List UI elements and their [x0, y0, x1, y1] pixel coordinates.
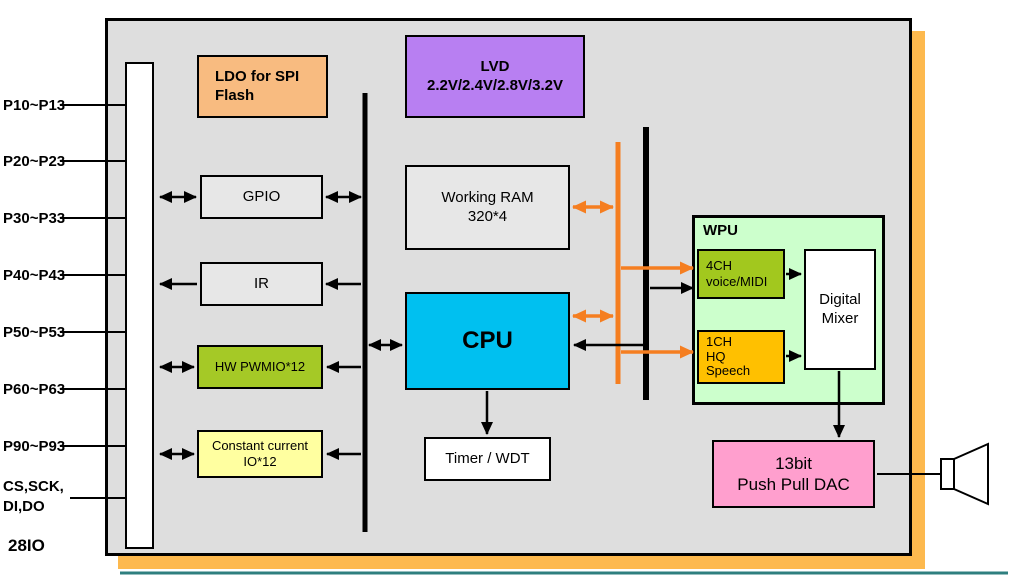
hq-speech-block: 1CH HQ Speech — [697, 330, 785, 384]
ir-block: IR — [200, 262, 323, 306]
pin-label-spi: CS,SCK, DI,DO — [3, 478, 64, 515]
io-total-label: 28IO — [8, 536, 45, 555]
pin-label-p40: P40~P43 — [3, 267, 66, 284]
pin-label-p60: P60~P63 — [3, 381, 66, 398]
hw-pwmio-block: HW PWMIO*12 — [197, 345, 323, 389]
push-pull-dac-block: 13bit Push Pull DAC — [712, 440, 875, 508]
lvd-block: LVD 2.2V/2.4V/2.8V/3.2V — [405, 35, 585, 118]
pin-label-p50: P50~P53 — [3, 324, 66, 341]
pin-label-p10: P10~P13 — [3, 97, 66, 114]
pin-label-p30: P30~P33 — [3, 210, 66, 227]
pin-label-p20: P20~P23 — [3, 153, 66, 170]
wpu-title: WPU — [703, 222, 738, 239]
working-ram-block: Working RAM 320*4 — [405, 165, 570, 250]
gpio-block: GPIO — [200, 175, 323, 219]
voice-midi-block: 4CH voice/MIDI — [697, 249, 785, 299]
digital-mixer-block: Digital Mixer — [804, 249, 876, 370]
constant-current-io-block: Constant current IO*12 — [197, 430, 323, 478]
ldo-block: LDO for SPI Flash — [197, 55, 328, 118]
cpu-block: CPU — [405, 292, 570, 390]
io-bank — [125, 62, 154, 549]
pin-label-p90: P90~P93 — [3, 438, 66, 455]
timer-wdt-block: Timer / WDT — [424, 437, 551, 481]
